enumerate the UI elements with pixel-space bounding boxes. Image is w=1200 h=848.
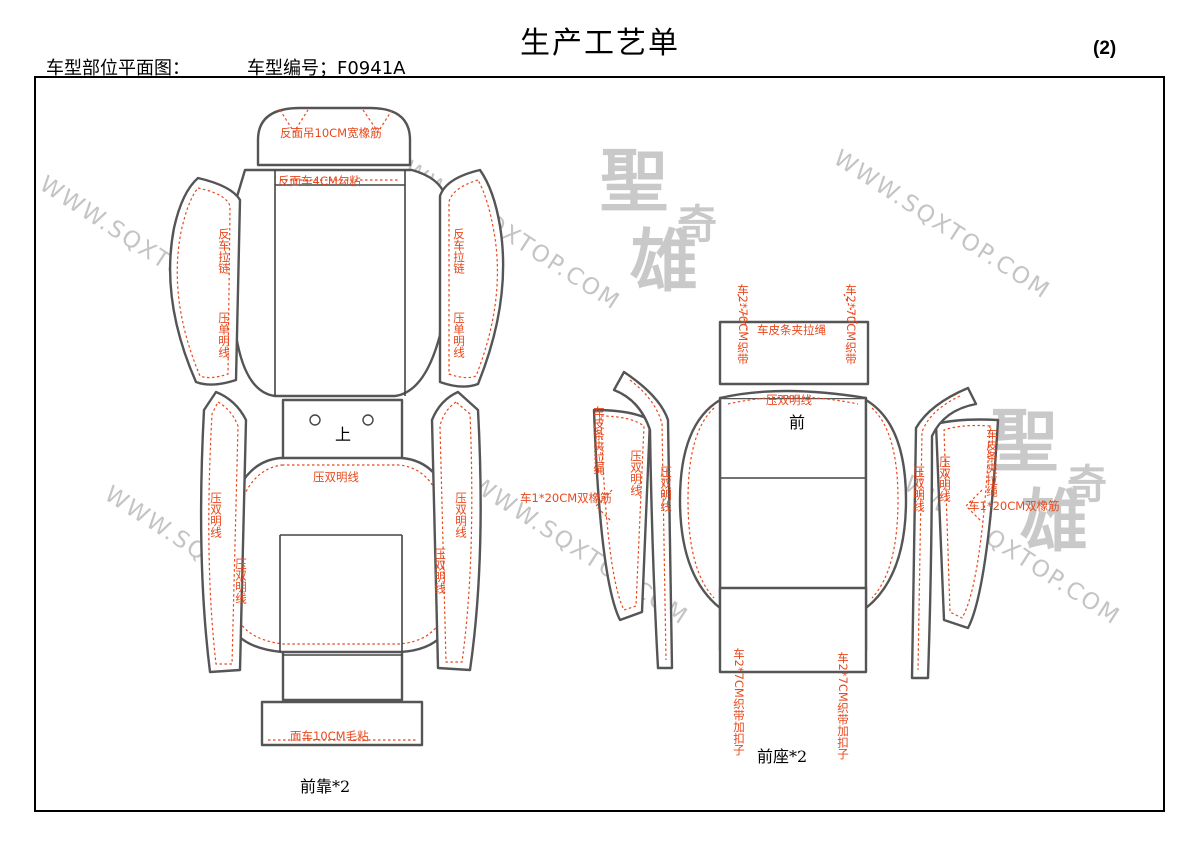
note-right-elastic: 车1*20CM双橡筋: [968, 499, 1060, 513]
note-inner-left: 压双明线: [234, 558, 248, 604]
upper-left-wing: [168, 176, 242, 386]
watermark-logo-char: 雄: [1020, 482, 1088, 562]
lower-left-piece: [199, 390, 248, 674]
back-main-panel: [234, 168, 447, 398]
model-number: 车型编号；F0941A: [247, 58, 406, 79]
seat-right-inner-piece: [910, 386, 978, 680]
back-oval-panel: [226, 456, 454, 654]
watermark-logo-char: 聖: [990, 402, 1058, 482]
watermark-logo-char: 雄: [630, 222, 698, 302]
seat-right-bolster: [864, 398, 908, 610]
note-left-zip: 反车拉链: [217, 228, 231, 274]
seat-left-outer-piece: [592, 408, 652, 622]
note-left-single: 压单明线: [217, 312, 231, 358]
note-right-zip: 反车拉链: [452, 228, 466, 274]
note-bottom-right-webbing: 车2*7CM织带加扣子: [836, 651, 850, 759]
layout-label: 车型部位平面图：: [46, 58, 190, 79]
note-left-strip: 车皮条夹拉绳: [592, 405, 606, 475]
seat-bottom-panel: [718, 586, 868, 674]
note-center-double: 压双明线: [313, 470, 359, 484]
back-bottom-strip: [260, 700, 424, 747]
note-side-right: 压双明线: [454, 492, 468, 538]
watermark-logo-char: 聖: [600, 142, 668, 222]
seat-right-outer-piece: [934, 418, 1000, 630]
page-number: (2): [1093, 38, 1117, 59]
drawing-frame: [34, 76, 1165, 812]
note-bottom-left-webbing: 车2*7CM织带加扣子: [732, 647, 746, 755]
note-top-right-webbing: 车2*70CM织带: [844, 283, 858, 365]
front-seat-pattern: [592, 293, 1000, 680]
seat-top-strip: [718, 320, 870, 386]
note-inner-right: 压双明线: [433, 548, 447, 594]
note-side-left: 压双明线: [209, 492, 223, 538]
caption-front-seat: 前座*2: [757, 747, 807, 766]
note-top-left-webbing: 车2*70CM织带: [736, 283, 750, 365]
note-right-strip: 车皮条夹拉绳: [985, 427, 999, 497]
watermark-logo-char: 奇: [677, 201, 717, 248]
note-left-outer-double: 压双明线: [629, 450, 643, 496]
note-top-elastic: 反面吊10CM宽橡筋: [280, 126, 382, 140]
watermark-url: WWW.SQXTOP.COM: [829, 145, 1055, 304]
note-seat-center-double: 压双明线: [766, 393, 812, 407]
watermark-logo-char: 奇: [1067, 461, 1107, 508]
seat-top-arc: [719, 389, 867, 400]
note-right-inner-double: 压双明线: [912, 466, 926, 512]
lower-right-piece: [430, 390, 482, 672]
note-left-elastic: 车1*20CM双橡筋: [520, 491, 612, 505]
front-back-pattern: [168, 106, 505, 747]
note-front-mark: 前: [789, 413, 805, 432]
note-right-single: 压单明线: [452, 312, 466, 358]
page-title: 生产工艺单: [520, 26, 680, 61]
upper-right-wing: [438, 168, 505, 388]
note-up-mark: 上: [335, 425, 351, 444]
caption-front-back: 前靠*2: [300, 777, 350, 796]
note-bottom-velcro: 面车10CM毛粘: [290, 729, 369, 743]
note-inner-top: 反面车4CM勾粘: [278, 174, 361, 188]
seat-left-bolster: [678, 398, 722, 610]
note-top-strip: 车皮条夹拉绳: [757, 323, 826, 337]
seat-left-inner-piece: [612, 370, 674, 670]
note-left-inner-double: 压双明线: [659, 466, 673, 512]
note-right-outer-double: 压双明线: [938, 456, 952, 502]
